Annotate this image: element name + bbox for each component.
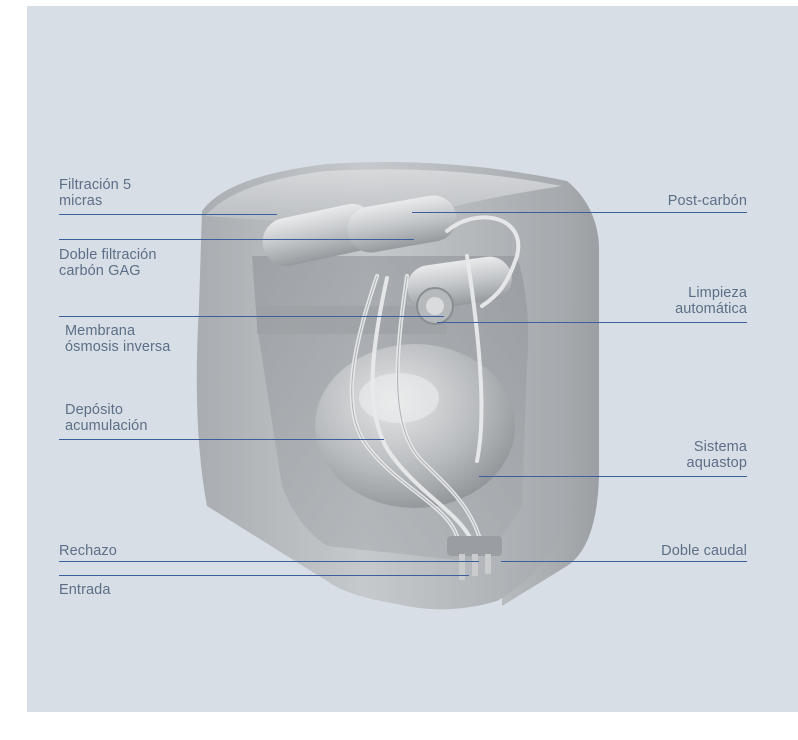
label-doble-filtracion-carbon: Doble filtración carbón GAG: [59, 247, 157, 279]
label-membrana-osmosis: Membrana ósmosis inversa: [65, 323, 170, 355]
label-rechazo: Rechazo: [59, 543, 117, 559]
label-limpieza-automatica: Limpieza automática: [675, 285, 747, 317]
label-post-carbon: Post-carbón: [668, 193, 747, 209]
leader-line-doble-caudal: [501, 561, 747, 562]
leader-line-entrada: [59, 575, 469, 576]
label-filtracion-5-micras: Filtración 5 micras: [59, 177, 131, 209]
label-deposito-acumulacion: Depósito acumulación: [65, 402, 148, 434]
leader-line-rechazo: [59, 561, 479, 562]
leader-line-limpieza: [437, 322, 747, 323]
label-entrada: Entrada: [59, 582, 111, 598]
leader-line-doble-carbon: [59, 239, 414, 240]
leader-line-membrana: [59, 316, 444, 317]
label-sistema-aquastop: Sistema aquastop: [687, 439, 747, 471]
label-doble-caudal: Doble caudal: [661, 543, 747, 559]
leader-line-post-carbon: [412, 212, 747, 213]
water-purifier-illustration: [27, 6, 798, 712]
leader-line-filtracion: [59, 214, 277, 215]
leader-line-deposito: [59, 439, 384, 440]
diagram-panel: Filtración 5 micras Doble filtración car…: [27, 6, 798, 712]
leader-line-aquastop: [479, 476, 747, 477]
